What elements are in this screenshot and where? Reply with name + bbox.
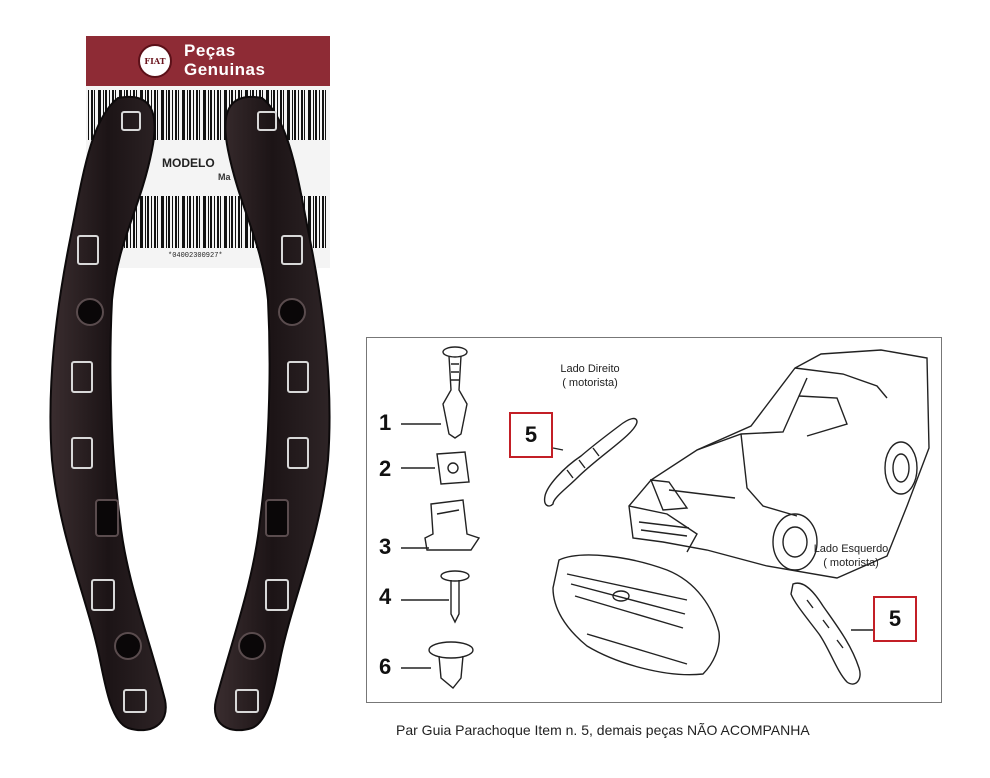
brand-line-2: Genuinas [184, 60, 266, 79]
model-subtext: Ma [218, 172, 231, 182]
label-right-side: Lado Direito ( motorista) [535, 362, 645, 390]
part-2-clip-nut [436, 451, 470, 485]
part-3-bracket-clip [424, 499, 481, 551]
diagram-guide-right [543, 417, 638, 507]
label-left-side-line1: Lado Esquerdo [813, 543, 889, 555]
label-right-side-line1: Lado Direito [560, 363, 620, 375]
label-right-side-line2: ( motorista) [562, 377, 618, 389]
model-text: MODELO [162, 156, 215, 170]
front-bumper-illustration [552, 554, 720, 676]
part-number-2: 2 [379, 456, 392, 481]
part-1-rivet [442, 346, 468, 439]
fiat-logo-text: FIAT [144, 56, 166, 66]
label-left-side-line2: ( motorista) [823, 557, 879, 569]
part-number-4: 4 [379, 584, 392, 609]
callout-box-right-side: 5 [509, 412, 553, 458]
barcode-number: *04002300927* [168, 252, 223, 260]
brand-line-1: Peças [184, 41, 236, 60]
part-number-6: 6 [379, 654, 392, 679]
fiat-logo: FIAT [138, 44, 172, 78]
diagram-guide-left [790, 582, 861, 685]
diagram-line-art [401, 346, 930, 689]
callout-box-left-side: 5 [873, 596, 917, 642]
caption: Par Guia Parachoque Item n. 5, demais pe… [396, 722, 810, 738]
truck-illustration [628, 349, 930, 579]
part-number-3: 3 [379, 534, 392, 559]
brand-band [86, 36, 330, 86]
fiat-label-card: FIAT Peças Genuinas MODELO Ma *040023009… [86, 36, 330, 268]
part-4-screw [440, 570, 470, 624]
label-left-side: Lado Esquerdo ( motorista) [791, 542, 911, 570]
part-6-plug [428, 641, 474, 689]
parts-diagram: 1 2 3 4 6 5 5 Lado Direito ( motorista) … [366, 337, 942, 703]
part-number-1: 1 [379, 410, 392, 435]
